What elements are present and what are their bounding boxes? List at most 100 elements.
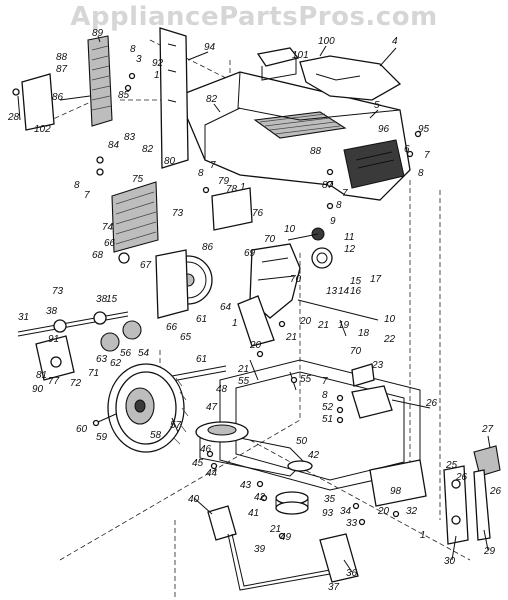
- part-callout-21: 21: [285, 332, 297, 343]
- part-callout-60: 60: [76, 424, 88, 435]
- part-callout-21: 21: [269, 524, 281, 535]
- left-bracket: [12, 73, 55, 131]
- part-callout-26: 26: [489, 486, 502, 497]
- fastener-hardware: [96, 72, 422, 540]
- part-callout-10: 10: [284, 224, 296, 235]
- part-callout-27: 27: [481, 424, 494, 435]
- part-callout-36: 36: [346, 568, 358, 579]
- steering-shaft: [287, 233, 379, 321]
- part-callout-29: 29: [483, 546, 496, 557]
- part-callout-57: 57: [170, 420, 182, 431]
- part-callout-63: 63: [96, 354, 108, 365]
- part-callout-43: 43: [240, 480, 252, 491]
- part-callout-50: 50: [296, 436, 308, 447]
- part-callout-19: 19: [338, 320, 350, 331]
- part-callout-21: 21: [237, 364, 249, 375]
- steering-gear: [311, 247, 333, 269]
- part-callout-70: 70: [350, 346, 362, 357]
- part-callout-73: 73: [172, 208, 184, 219]
- left-light-lens: [87, 35, 113, 127]
- part-callout-8: 8: [322, 390, 328, 401]
- front-light-housing: [111, 181, 253, 253]
- lower-pedal-linkage: [207, 505, 359, 591]
- part-callout-55: 55: [238, 376, 250, 387]
- part-callout-82: 82: [142, 144, 154, 155]
- part-callout-55: 55: [300, 374, 312, 385]
- part-callout-85: 85: [118, 90, 130, 101]
- part-callout-102: 102: [34, 124, 51, 135]
- part-callout-42: 42: [308, 450, 320, 461]
- part-callout-94: 94: [204, 42, 216, 53]
- part-callout-88: 88: [310, 146, 322, 157]
- part-callout-21: 21: [317, 320, 329, 331]
- idler-pulleys: [275, 460, 313, 515]
- part-callout-89: 89: [92, 28, 104, 39]
- part-callout-65: 65: [180, 332, 192, 343]
- part-callout-92: 92: [152, 58, 164, 69]
- steering-assembly: [237, 243, 301, 347]
- part-callout-23: 23: [371, 360, 384, 371]
- part-callout-38: 38: [46, 306, 58, 317]
- seat: [299, 55, 402, 101]
- part-callout-34: 34: [340, 506, 352, 517]
- part-callout-7: 7: [322, 376, 328, 387]
- part-callout-8: 8: [74, 180, 80, 191]
- part-callout-32: 32: [406, 506, 418, 517]
- part-callout-11: 11: [344, 232, 354, 243]
- part-callout-58: 58: [150, 430, 162, 441]
- part-callout-47: 47: [206, 402, 218, 413]
- part-callout-59: 59: [96, 432, 108, 443]
- clutch-bracket: [351, 363, 393, 419]
- part-callout-66: 66: [166, 322, 178, 333]
- part-callout-7: 7: [210, 160, 216, 171]
- watermark: AppliancePartsPros.com: [70, 2, 438, 32]
- part-callout-64: 64: [220, 302, 232, 313]
- part-callout-15: 15: [106, 294, 118, 305]
- part-callout-79: 79: [218, 176, 230, 187]
- part-callout-26: 26: [455, 472, 468, 483]
- part-callout-7: 7: [342, 188, 348, 199]
- part-callout-83: 83: [124, 132, 136, 143]
- part-callout-42: 42: [254, 492, 266, 503]
- part-callout-16: 16: [350, 286, 362, 297]
- brake-pedal: [473, 445, 501, 541]
- part-callout-8: 8: [130, 44, 136, 55]
- part-callout-33: 33: [346, 518, 358, 529]
- part-callout-73: 73: [52, 286, 64, 297]
- part-callout-1: 1: [420, 530, 426, 541]
- part-callout-93: 93: [322, 508, 334, 519]
- part-callout-49: 49: [280, 532, 292, 543]
- part-callout-45: 45: [192, 458, 204, 469]
- front-axle: [17, 311, 142, 381]
- part-callout-35: 35: [324, 494, 336, 505]
- part-callout-91: 91: [48, 334, 59, 345]
- pedal-arm: [443, 465, 469, 545]
- part-callout-68: 68: [92, 250, 104, 261]
- part-callout-96: 96: [378, 124, 390, 135]
- part-callout-41: 41: [248, 508, 259, 519]
- part-callout-101: 101: [292, 50, 309, 61]
- part-callout-87: 87: [322, 180, 334, 191]
- part-callout-51: 51: [322, 414, 333, 425]
- part-callout-30: 30: [444, 556, 456, 567]
- part-callout-75: 75: [132, 174, 144, 185]
- part-callout-5: 5: [374, 100, 380, 111]
- part-callout-8: 8: [418, 168, 424, 179]
- part-callout-54: 54: [138, 348, 150, 359]
- seat-bracket: [256, 47, 300, 81]
- part-callout-74: 74: [102, 222, 114, 233]
- hub-bolt: [92, 413, 117, 427]
- part-callout-26: 26: [425, 398, 438, 409]
- part-callout-100: 100: [318, 36, 335, 47]
- part-callout-7: 7: [424, 150, 430, 161]
- part-callout-25: 25: [445, 460, 458, 471]
- part-callout-67: 67: [140, 260, 152, 271]
- part-callout-18: 18: [358, 328, 370, 339]
- part-callout-13: 13: [326, 286, 338, 297]
- part-callout-7: 7: [84, 190, 90, 201]
- part-callout-46: 46: [200, 444, 212, 455]
- part-callout-76: 76: [252, 208, 264, 219]
